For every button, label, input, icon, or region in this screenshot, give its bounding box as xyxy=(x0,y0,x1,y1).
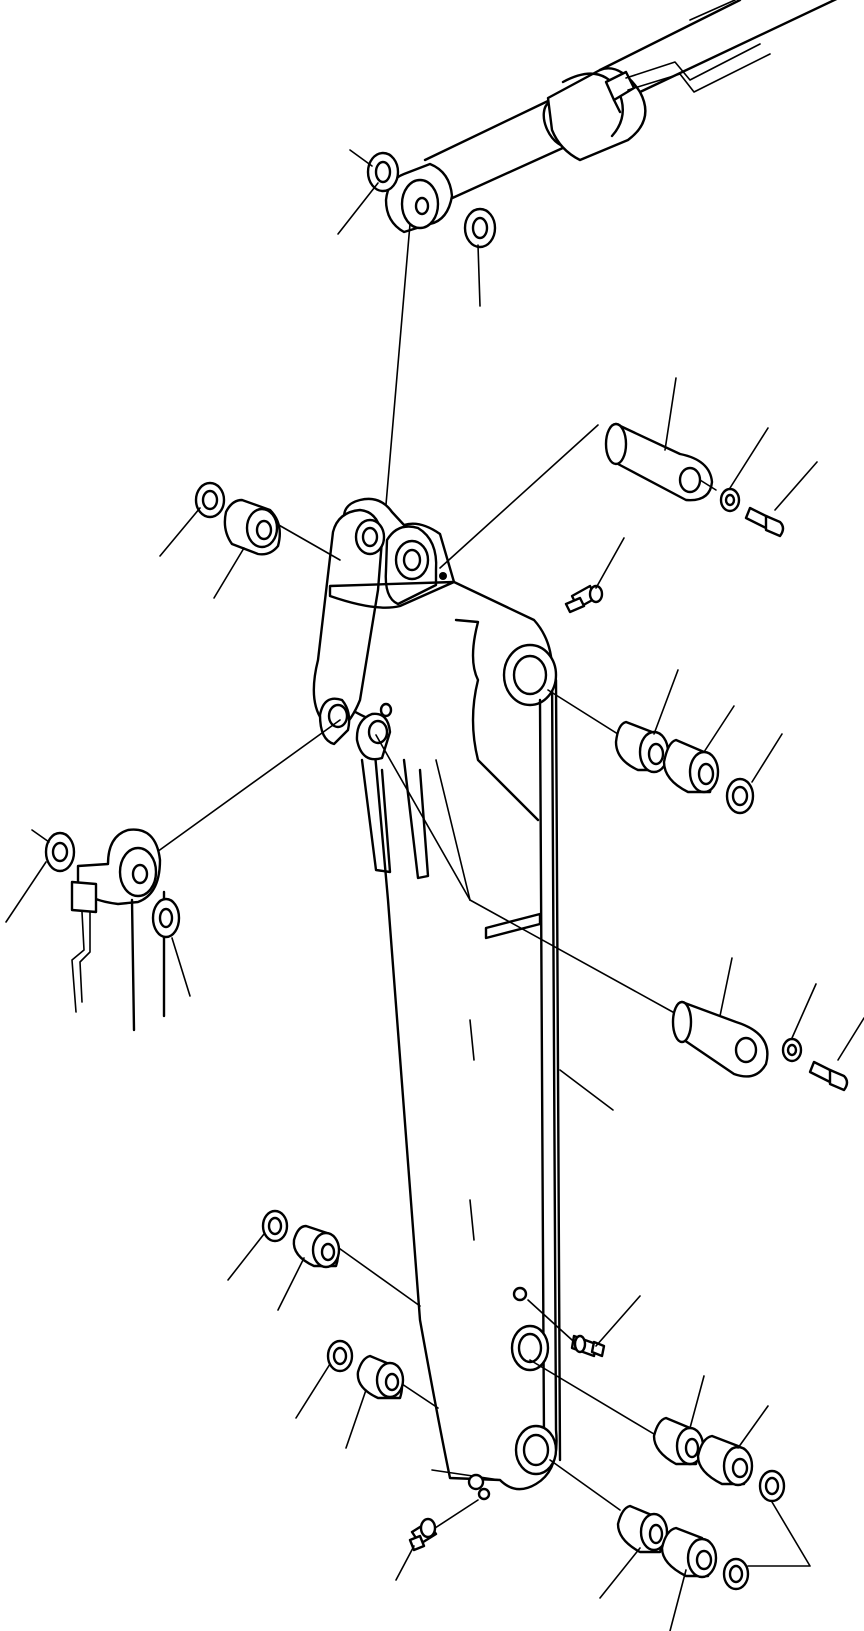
lower-pin-bolt xyxy=(808,1060,849,1092)
upper-pin-washer xyxy=(719,487,741,513)
middle-bushing-right-2 xyxy=(662,738,720,794)
lower-pin-washer xyxy=(781,1037,803,1063)
bottom-bushing-right-2b xyxy=(660,1526,718,1579)
lower-washer-left-1 xyxy=(261,1209,289,1243)
upper-pin-with-plate xyxy=(604,422,714,502)
arm-body xyxy=(312,497,614,1501)
top-washer-left xyxy=(366,151,400,193)
upper-washer-left xyxy=(194,481,226,519)
grease-fitting-upper xyxy=(564,584,604,614)
lower-pin-with-plate xyxy=(671,1000,769,1078)
middle-washer-right xyxy=(725,777,755,815)
lower-washer-left-2 xyxy=(326,1339,354,1373)
cylinder-rod-end-bushing xyxy=(384,162,454,234)
grease-fitting-bottom-port xyxy=(467,1473,491,1501)
middle-bushing-right-1 xyxy=(614,720,670,774)
lower-bushing-left-2 xyxy=(356,1354,405,1400)
bucket-cylinder-washer-left xyxy=(44,831,76,873)
bottom-bushing-right-1b xyxy=(696,1434,754,1487)
lower-bushing-left-1 xyxy=(292,1224,341,1269)
bottom-bushing-right-2a xyxy=(616,1504,669,1554)
bottom-washer-right-2 xyxy=(722,1557,750,1591)
bucket-cylinder-washer-right xyxy=(151,897,181,939)
arm-cylinder xyxy=(423,0,838,202)
grease-fitting-bottom xyxy=(408,1517,438,1552)
bottom-bushing-right-1a xyxy=(652,1416,705,1466)
upper-bushing-left xyxy=(223,498,281,556)
bucket-cylinder-end xyxy=(70,828,166,1032)
bottom-washer-right-1 xyxy=(758,1469,786,1503)
top-washer-right xyxy=(463,207,497,249)
upper-pin-bolt xyxy=(744,506,785,538)
grease-fitting-lower-right xyxy=(570,1334,606,1358)
